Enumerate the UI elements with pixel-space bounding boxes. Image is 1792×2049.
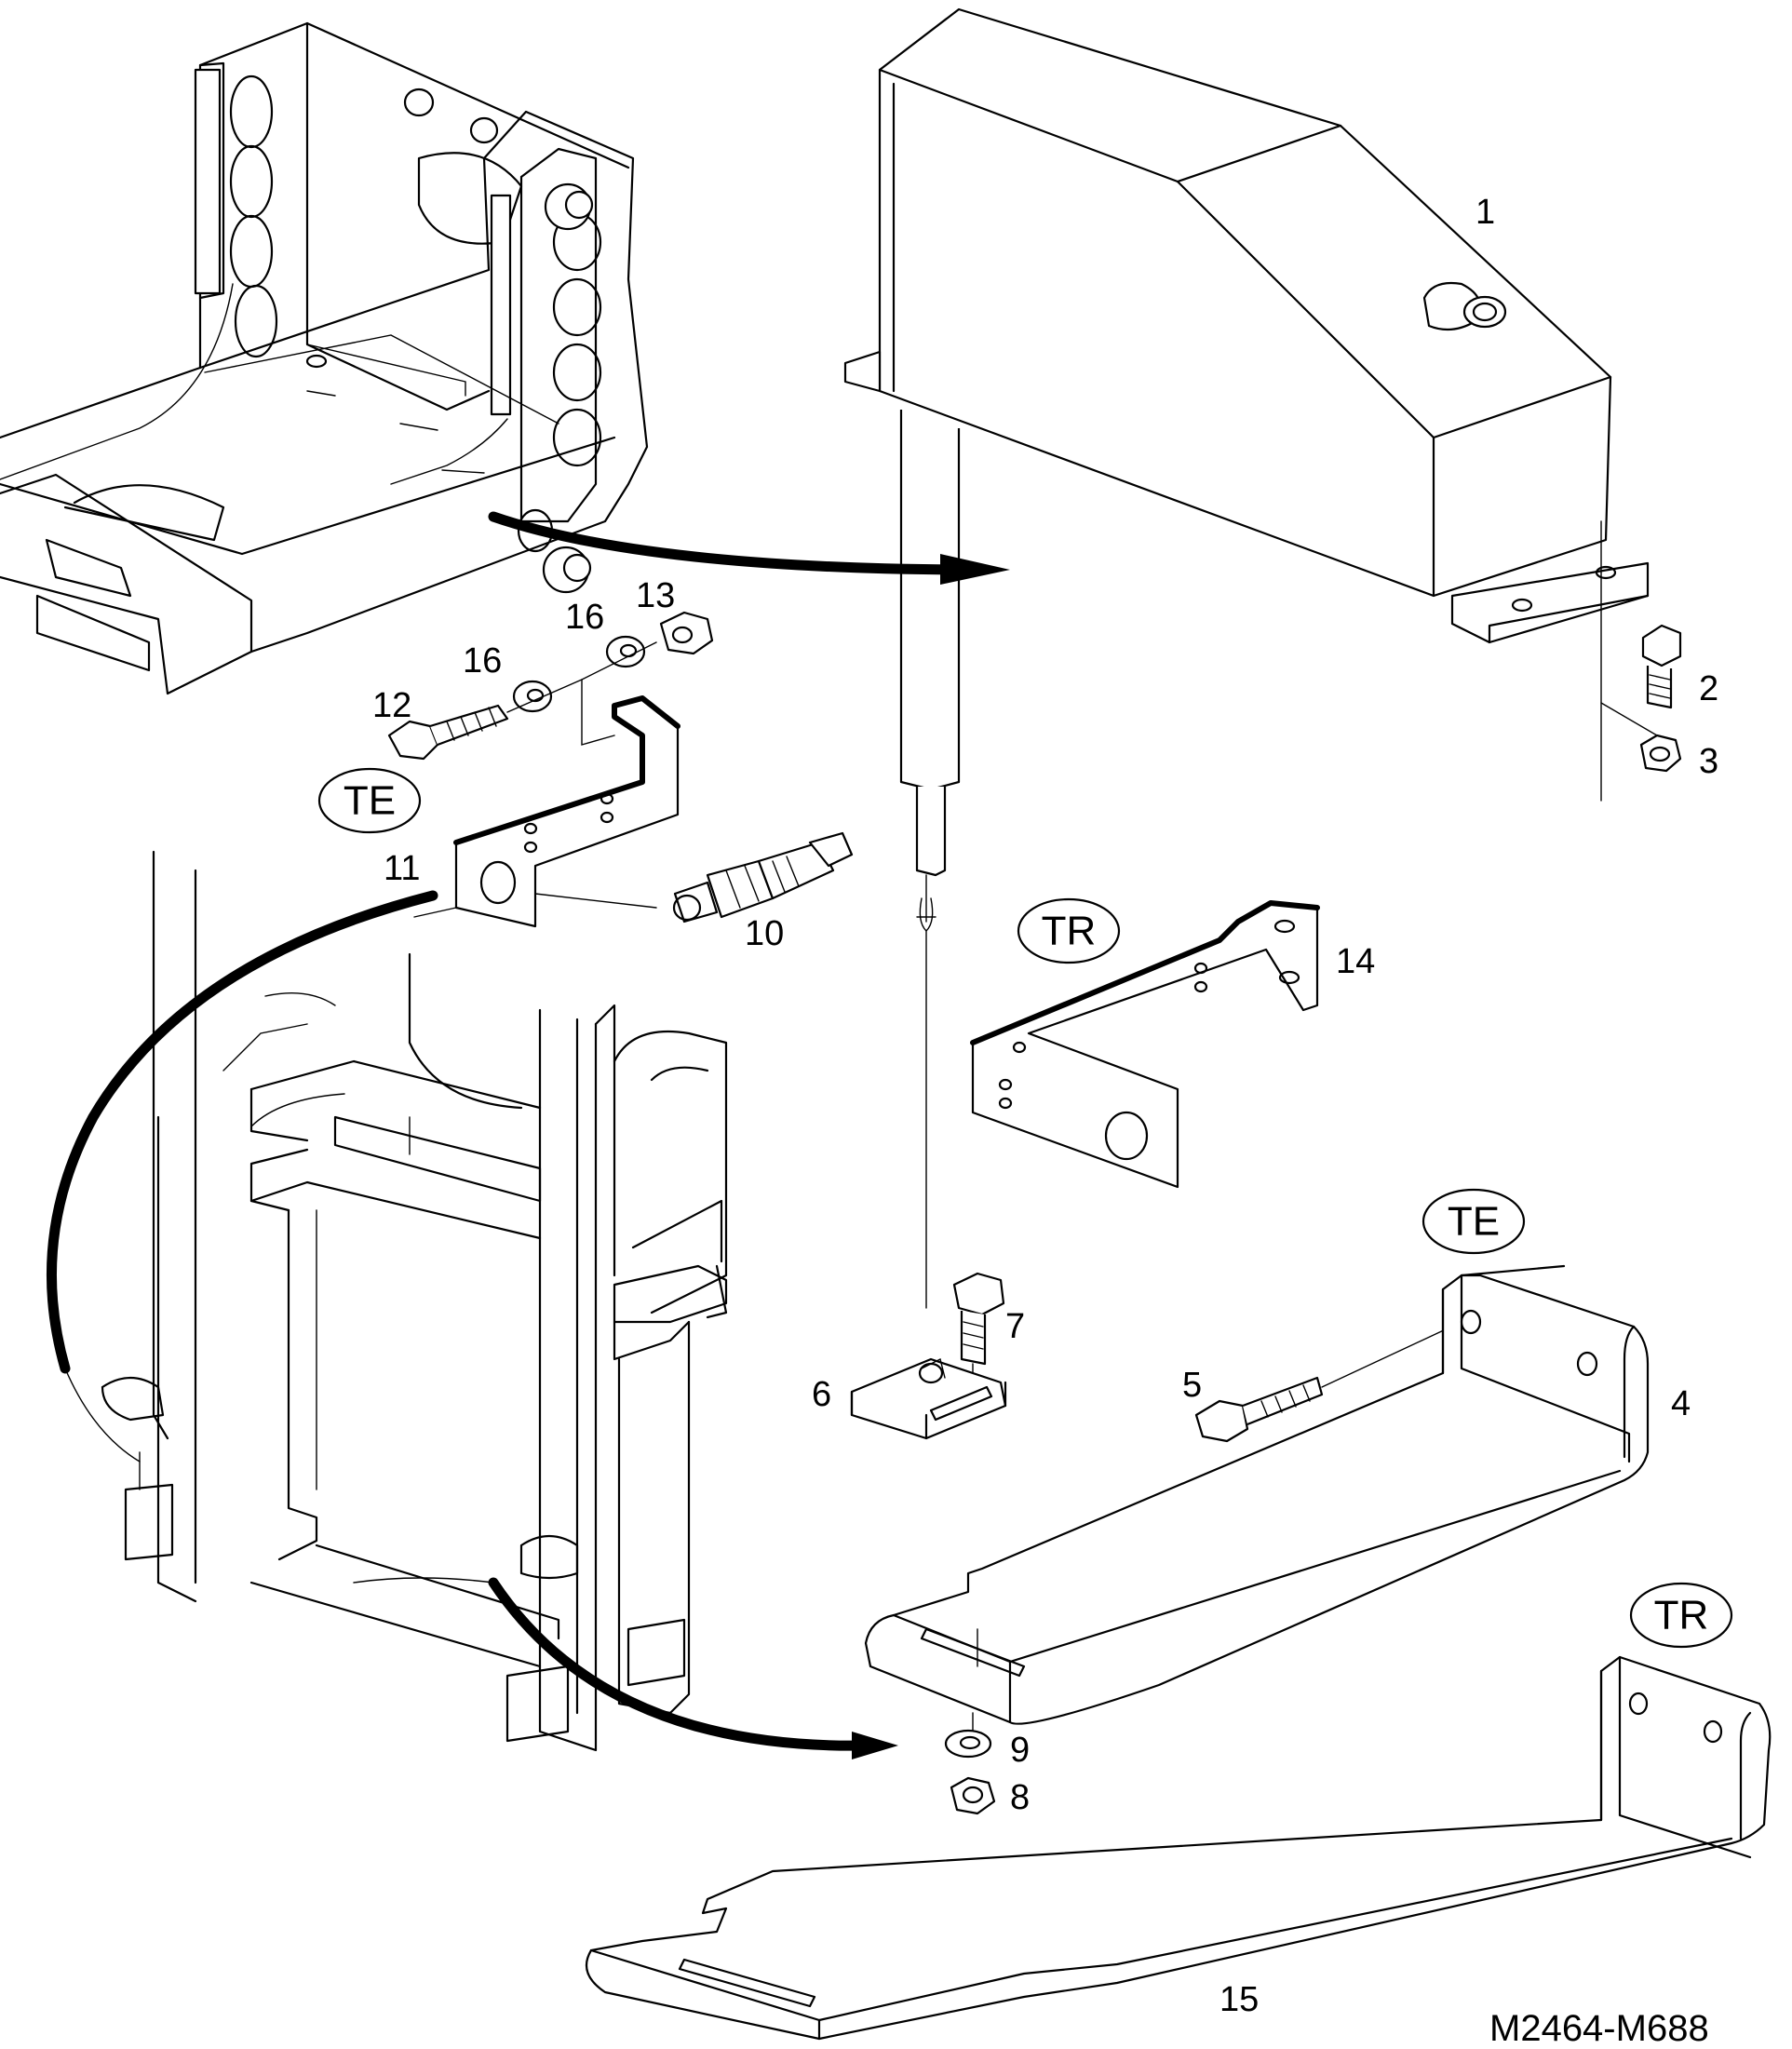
callout-10: 10: [745, 914, 784, 953]
part-11-bracket: [413, 695, 680, 928]
part-4-bracket: [864, 1264, 1650, 1742]
part-10-sensor: [672, 831, 854, 923]
assembly-axis-11: [581, 679, 615, 746]
callout-14: 14: [1336, 942, 1375, 981]
part-12-bolt: [387, 704, 509, 761]
callout-9: 9: [1010, 1731, 1030, 1770]
part-1-housing: [843, 7, 1650, 1309]
variant-bubble-tr-mid: TR: [1017, 897, 1121, 964]
drawing-code: M2464-M688: [1489, 2008, 1709, 2049]
variant-bubble-te-top: TE: [317, 767, 422, 834]
part-3-nut: [1600, 702, 1682, 773]
part-15-bracket: [585, 1655, 1772, 2041]
part-13-nut: [659, 611, 714, 655]
callout-13: 13: [636, 576, 675, 615]
chassis-frame: [0, 21, 649, 695]
part-8-nut: [950, 1776, 996, 1815]
variant-label: TE: [344, 778, 396, 824]
variant-label: TR: [1654, 1593, 1709, 1638]
callout-5: 5: [1182, 1366, 1202, 1405]
callout-1: 1: [1475, 193, 1495, 232]
callout-11: 11: [384, 849, 420, 888]
callout-12: 12: [372, 686, 411, 725]
assembly-arrows: [46, 511, 1010, 1759]
part-6-plate: [850, 1357, 1007, 1440]
callouts: 1 2 3 4 5 6 7 8 9 10 11 12 13 14 15 16 1…: [372, 193, 1718, 2019]
variant-label: TR: [1042, 909, 1097, 954]
part-14-bracket: [970, 900, 1320, 1189]
variant-label: TE: [1448, 1199, 1500, 1245]
callout-16a: 16: [463, 641, 502, 681]
callout-15: 15: [1219, 1980, 1259, 2019]
callout-7: 7: [1005, 1307, 1025, 1346]
callout-8: 8: [1010, 1778, 1030, 1817]
part-5-bolt: [1194, 1321, 1462, 1443]
variant-bubble-te-right: TE: [1421, 1188, 1526, 1255]
callout-16b: 16: [565, 598, 604, 637]
callout-2: 2: [1699, 669, 1718, 708]
mast-frame: [101, 850, 728, 1752]
part-9-washer: [944, 1729, 992, 1759]
part-16-washer-b: [605, 635, 646, 668]
part-2-bolt: [1641, 624, 1682, 709]
callout-4: 4: [1671, 1384, 1691, 1423]
part-16-washer-a: [512, 680, 553, 713]
callout-6: 6: [812, 1375, 831, 1414]
variant-bubble-tr-bottom: TR: [1629, 1582, 1733, 1649]
part-7-bolt: [952, 1272, 1005, 1407]
callout-3: 3: [1699, 742, 1718, 781]
